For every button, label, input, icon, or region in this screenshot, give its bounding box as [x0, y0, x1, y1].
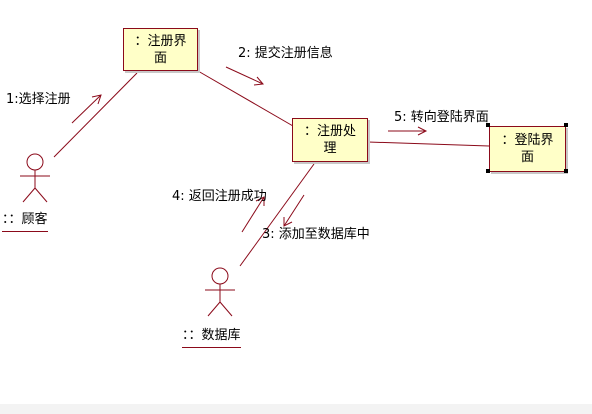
message-3-arrow — [283, 194, 305, 227]
selection-handle-tr[interactable] — [564, 123, 568, 127]
message-2-arrow — [225, 66, 264, 86]
message-4-label: 4: 返回注册成功 — [172, 189, 267, 204]
link-register-proc-login-ui — [367, 141, 490, 147]
selection-handle-bl[interactable] — [486, 169, 490, 173]
database-actor-icon — [205, 267, 235, 317]
bottom-strip — [0, 404, 592, 414]
message-2-label: 2: 提交注册信息 — [238, 46, 333, 61]
selection-handle-tl[interactable] — [486, 123, 490, 127]
customer-actor-icon — [20, 153, 50, 203]
login-ui-line2: 面 — [520, 150, 534, 165]
register-proc-object[interactable]: ：注册处 理 — [292, 118, 368, 162]
link-register-proc-database — [239, 163, 315, 267]
message-5-arrow — [388, 126, 428, 136]
message-4-arrow — [241, 196, 265, 233]
link-register-ui-register-proc — [197, 70, 294, 127]
message-5-label: 5: 转向登陆界面 — [394, 110, 489, 125]
database-actor-label: ：：数据库 — [182, 328, 241, 348]
register-proc-line2: 理 — [323, 141, 337, 156]
selection-handle-br[interactable] — [564, 169, 568, 173]
register-ui-object[interactable]: ：注册界 面 — [123, 28, 198, 71]
register-ui-line2: 面 — [153, 50, 167, 66]
message-1-label: 1:选择注册 — [6, 92, 71, 107]
message-3-label: 3: 添加至数据库中 — [262, 227, 370, 242]
message-1-arrow — [71, 94, 102, 124]
link-customer-register-ui — [53, 72, 138, 158]
customer-actor-label: ：：顾客 — [2, 212, 48, 232]
register-proc-line1: ：注册处 — [303, 124, 356, 139]
register-ui-line1: ：注册界 — [134, 33, 187, 49]
login-ui-line1: ：登陆界 — [501, 133, 554, 148]
login-ui-object[interactable]: ：登陆界 面 — [489, 126, 566, 172]
